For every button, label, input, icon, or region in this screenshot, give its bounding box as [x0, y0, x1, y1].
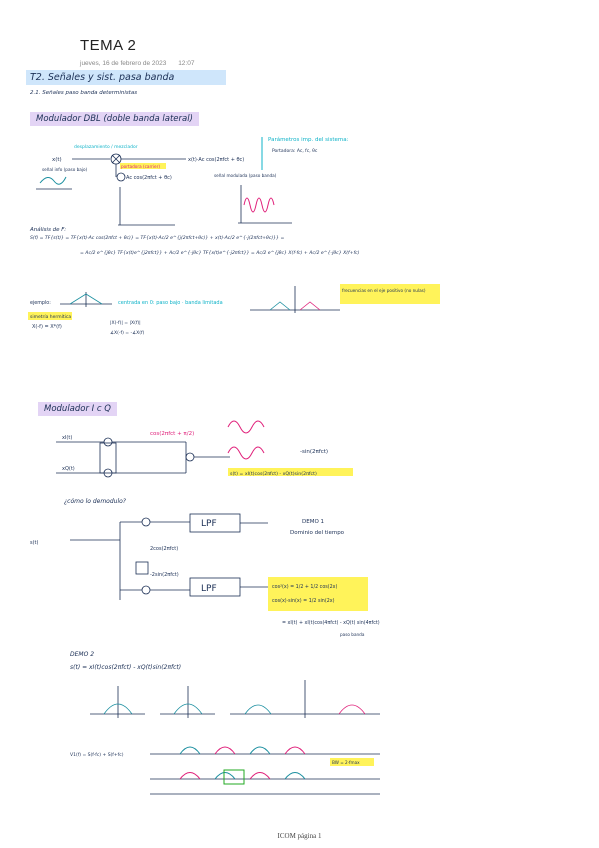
dbl-output-note: señal modulada (paso banda)	[214, 173, 277, 178]
demod-input: s(t)	[30, 540, 39, 546]
demo2-eq: s(t) = xI(t)cos(2πfct) - xQ(t)sin(2πfct)	[70, 664, 182, 671]
dbl-input-label: x(t)	[52, 157, 62, 163]
identity-1: cos²(x) = 1/2 + 1/2 cos(2x)	[272, 584, 338, 590]
iq-input-i: xI(t)	[62, 435, 72, 441]
iq-output-eq: s(t) = xI(t)cos(2πfct) - xQ(t)sin(2πfct)	[230, 471, 317, 477]
demod2-spectra: V1(f) = S(f-fc) + S(f+fc) BW = 2·fmax	[70, 680, 380, 795]
dbl-symmetry-eq: X(-f) = X*(f)	[32, 324, 62, 330]
page-footer: ICOM página 1	[277, 832, 322, 840]
time-text: 12:07	[178, 60, 195, 67]
demod-cos: 2cos(2πfct)	[150, 546, 178, 552]
demo2-label: DEMO 2	[70, 651, 95, 658]
demod-diagram: s(t) LPF LPF 2cos(2πfct) -2sin(2πfct) DE…	[30, 513, 380, 637]
iq-heading: Modulador I c Q	[38, 402, 117, 416]
dbl-result-note: frecuencias en el eje positivo (no nulas…	[342, 288, 426, 293]
demod-sin: -2sin(2πfct)	[150, 572, 179, 578]
page-title: TEMA 2	[80, 37, 137, 54]
demo1-result-note: paso banda	[340, 632, 365, 637]
identity-2: cos(x)·sin(x) = 1/2 sin(2x)	[272, 598, 335, 604]
page-date: jueves, 16 de febrero de 2023 12:07	[80, 60, 194, 67]
iq-input-q: xQ(t)	[62, 466, 75, 472]
bottom-note: BW = 2·fmax	[332, 760, 360, 765]
lpf-bottom-label: LPF	[201, 584, 217, 594]
iq-question: ¿cómo lo demodulo?	[64, 498, 126, 505]
iq-carrier-top: cos(2πfct + π/2)	[150, 431, 194, 437]
fourier-line1: S(f) = TF{s(t)} = TF{x(t)·Ac cos(2πfct +…	[30, 236, 285, 241]
dbl-symmetry-mag: |X(-f)| = |X(f)|	[110, 320, 141, 326]
demo1-result: = xI(t) + xI(t)cos(4πfct) - xQ(t) sin(4π…	[282, 620, 380, 626]
fourier-line2: = Ac/2 e^{jθc} TF{x(t)e^{j2πfct}} + Ac/2…	[80, 251, 360, 256]
dbl-heading: Modulador DBL (doble banda lateral)	[30, 112, 199, 126]
dbl-carrier-label: portadora (carrier)	[121, 164, 160, 169]
demo1-text: Dominio del tiempo	[290, 530, 345, 536]
bottom-eq: V1(f) = S(f-fc) + S(f+fc)	[70, 752, 124, 758]
lpf-top-label: LPF	[201, 519, 217, 529]
section-subheading: 2.1. Señales paso banda deterministas	[30, 90, 138, 96]
dbl-params-list: Portadora: Ac, fc, θc	[272, 148, 318, 154]
date-text: jueves, 16 de febrero de 2023	[80, 60, 167, 67]
dbl-example-label: ejemplo:	[30, 300, 51, 306]
iq-diagram: xI(t) xQ(t) cos(2πfct + π/2) -sin(2πfct)…	[56, 420, 353, 478]
dbl-example-notes: centrada en 0: paso bajo · banda limitad…	[118, 300, 223, 306]
demo1-label: DEMO 1	[302, 519, 324, 525]
dbl-diagram: x(t) señal info (paso bajo) desplazamien…	[36, 136, 349, 226]
iq-carrier-bottom: -sin(2πfct)	[300, 449, 328, 455]
dbl-params-title: Parámetros imp. del sistema:	[268, 136, 349, 143]
dbl-mixer-note: desplazamiento / mezclador	[74, 144, 138, 150]
dbl-symmetry-title: simetría hermítica	[30, 313, 71, 320]
dbl-input-note: señal info (paso bajo)	[42, 167, 88, 172]
section-heading: T2. Señales y sist. pasa banda	[26, 70, 226, 85]
dbl-symmetry-phase: ∡X(-f) = -∡X(f)	[110, 330, 145, 336]
fourier-heading: Análisis de F:	[30, 227, 67, 233]
dbl-example-spectra: ejemplo: centrada en 0: paso bajo · band…	[28, 284, 440, 336]
dbl-carrier-expr: Ac cos(2πfct + θc)	[126, 175, 172, 181]
dbl-output-expr: x(t)·Ac cos(2πfct + θc)	[188, 157, 244, 163]
